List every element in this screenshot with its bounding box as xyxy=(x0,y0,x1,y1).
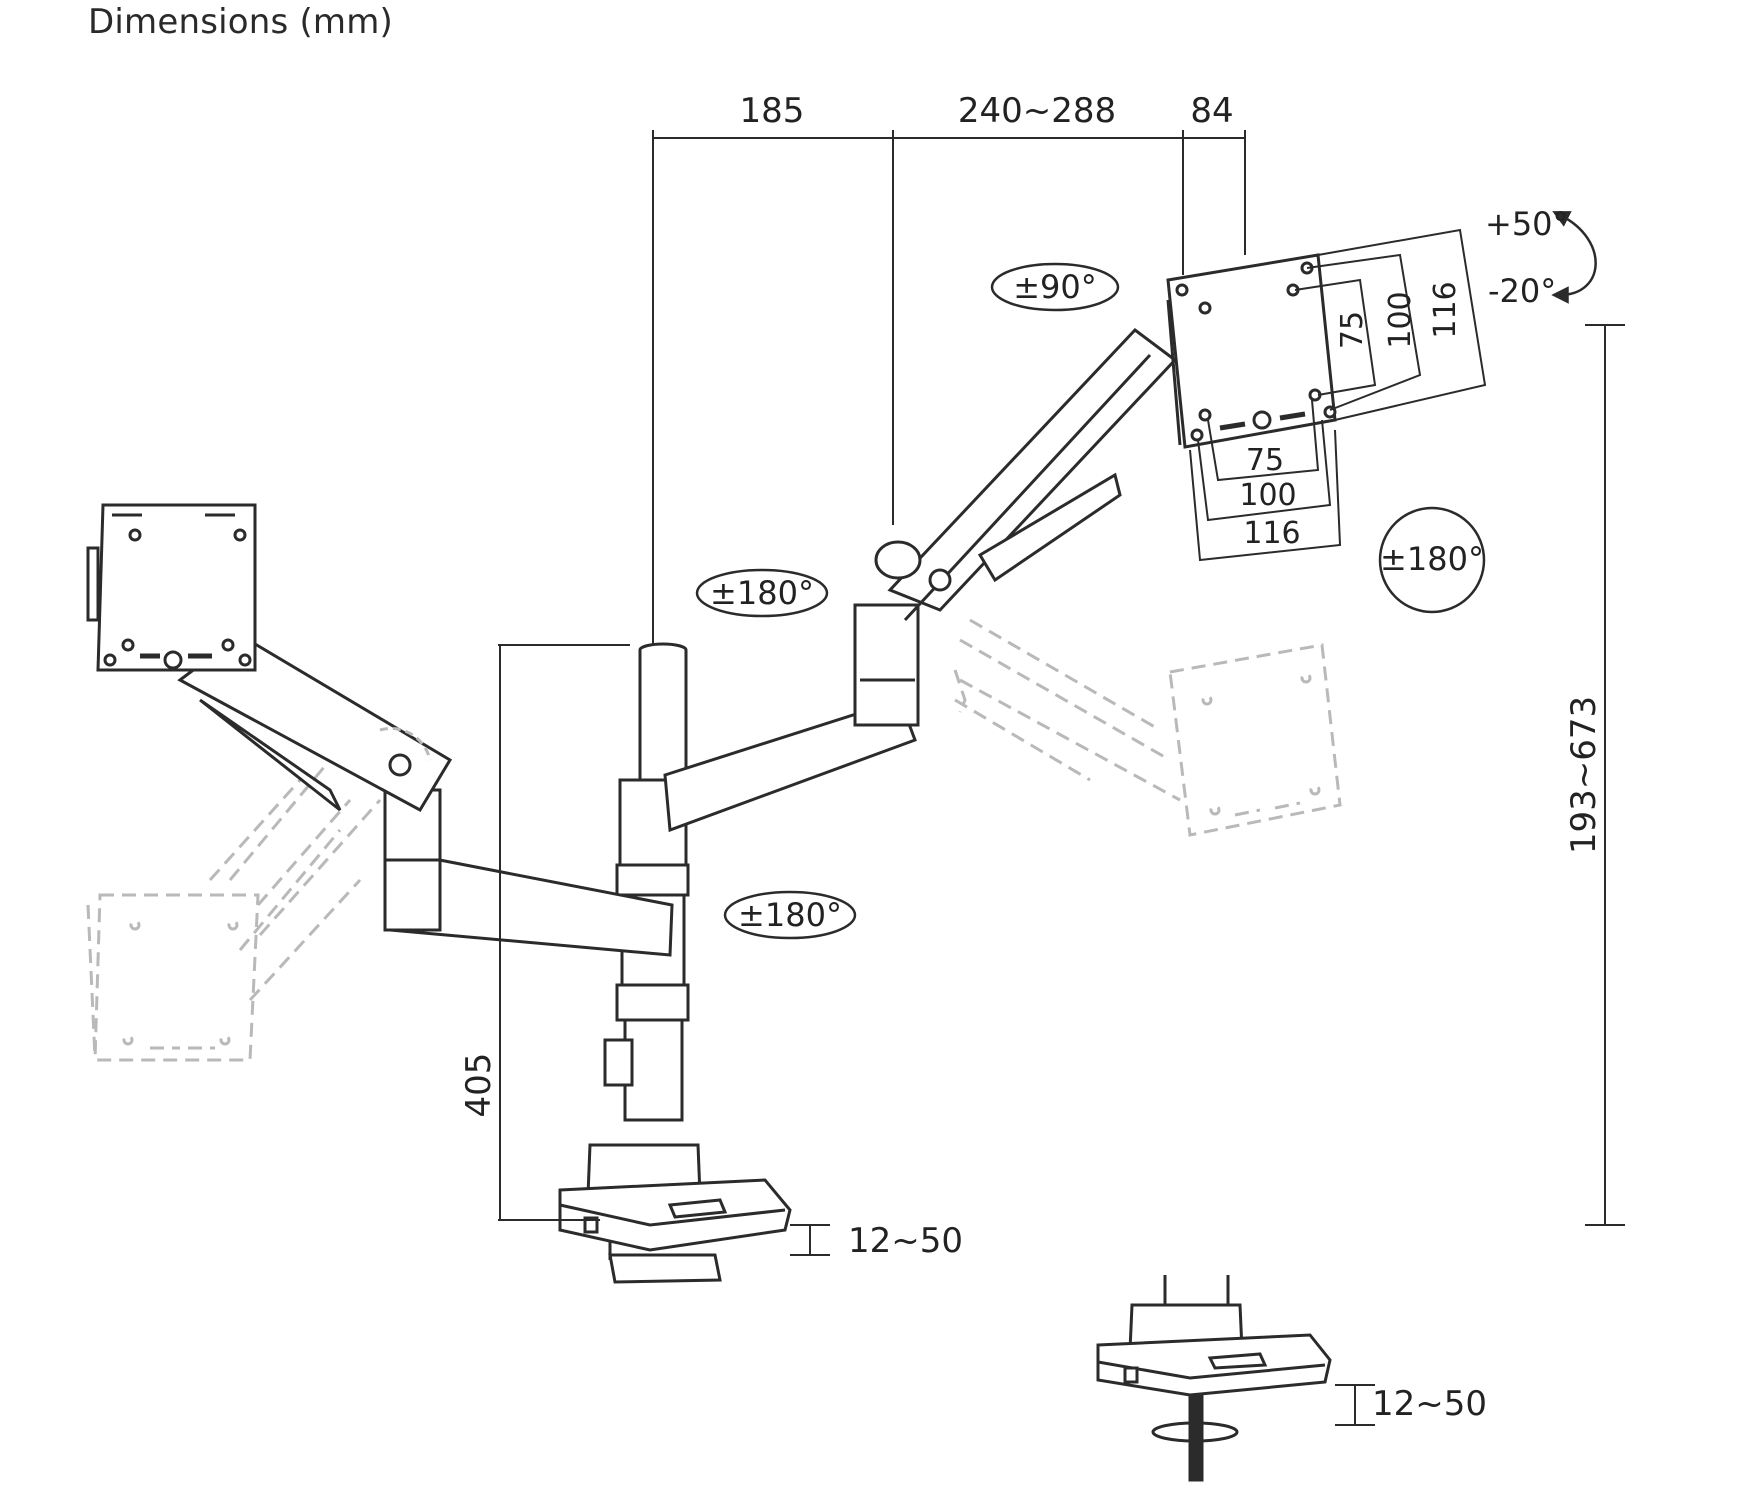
vesa-h-116: 116 xyxy=(1243,516,1300,551)
vesa-v-116: 116 xyxy=(1428,281,1463,338)
angle-rotate-90: ±90° xyxy=(1013,268,1097,306)
angle-swivel-base: ±180° xyxy=(738,896,842,934)
right-monitor-plate xyxy=(1166,253,1337,449)
vesa-lines xyxy=(1189,228,1487,562)
dim-clamp-height: 405 xyxy=(459,1053,499,1118)
ghost-left-monitor xyxy=(86,759,382,1062)
grommet-base xyxy=(1096,1275,1332,1482)
swivel-upper-ellipse xyxy=(695,568,829,618)
dim-arm-extension: 240~288 xyxy=(958,91,1116,131)
clamp-base xyxy=(558,1143,792,1284)
left-arm xyxy=(177,633,674,957)
angle-swivel-head: ±180° xyxy=(1380,540,1484,578)
dim-head-depth: 84 xyxy=(1190,91,1233,131)
rotate-90-ellipse xyxy=(990,262,1120,312)
rotation-arrows xyxy=(695,211,1597,940)
swivel-head-ellipse xyxy=(1378,506,1486,614)
dimension-lines xyxy=(498,130,1625,1426)
tilt-arc xyxy=(1551,211,1597,304)
main-pole xyxy=(603,642,690,1122)
vesa-h-100: 100 xyxy=(1239,478,1296,513)
angle-tilt-up: +50° xyxy=(1485,205,1569,243)
angle-swivel-upper: ±180° xyxy=(710,574,814,612)
dim-height-range: 193~673 xyxy=(1564,696,1604,854)
vesa-h-75: 75 xyxy=(1246,443,1284,478)
left-monitor-plate xyxy=(86,503,257,672)
swivel-base-ellipse xyxy=(723,890,857,940)
dim-desk-clamp: 12~50 xyxy=(848,1221,963,1261)
vesa-v-100: 100 xyxy=(1383,291,1418,348)
diagram-title: Dimensions (mm) xyxy=(88,2,394,42)
dim-pole-to-joint: 185 xyxy=(740,91,805,131)
ghost-right-monitor xyxy=(953,618,1342,837)
angle-tilt-down: -20° xyxy=(1488,272,1556,310)
vesa-v-75: 75 xyxy=(1335,311,1370,349)
dim-desk-grommet: 12~50 xyxy=(1372,1384,1487,1424)
